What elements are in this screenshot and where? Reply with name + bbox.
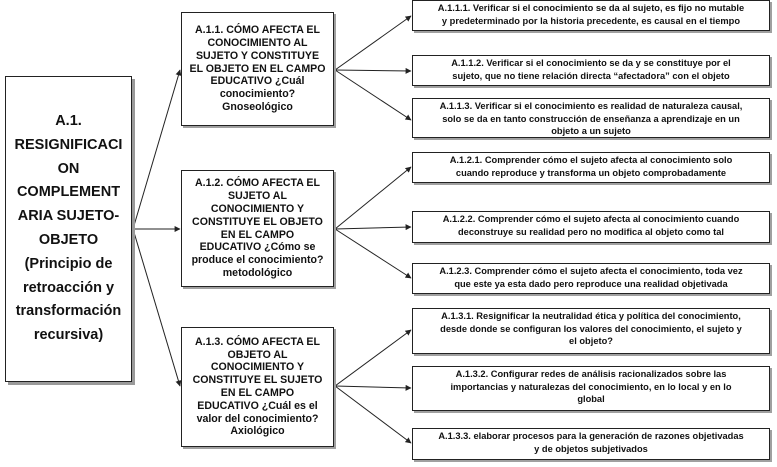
branch-node-a11: A.1.1. CÓMO AFECTA EL CONOCIMIENTO AL SU… (181, 12, 334, 126)
root-node: A.1. RESIGNIFICACI ON COMPLEMENT ARIA SU… (5, 76, 132, 382)
branch-node-text: A.1.3. CÓMO AFECTA EL OBJETO AL CONOCIMI… (192, 335, 323, 438)
leaf-node-text: A.1.1.2. Verificar si el conocimiento se… (451, 58, 731, 81)
branch-node-text: A.1.1. CÓMO AFECTA EL CONOCIMIENTO AL SU… (189, 24, 326, 114)
arrow-root-to-a11 (132, 69, 182, 230)
leaf-node-text: A.1.1.1. Verificar si el conocimiento se… (437, 3, 745, 26)
leaf-node-a133: A.1.3.3. elaborar procesos para la gener… (412, 428, 770, 460)
leaf-node-text: A.1.3.2. Configurar redes de análisis ra… (450, 369, 732, 405)
arrow-a12-to-a122 (334, 224, 412, 231)
arrow-a13-to-a133 (334, 385, 412, 444)
leaf-node-a122: A.1.2.2. Comprender cómo el sujeto afect… (412, 211, 770, 243)
leaf-node-text: A.1.3.1. Resignificar la neutralidad éti… (440, 311, 742, 347)
branch-node-a12: A.1.2. CÓMO AFECTA EL SUJETO AL CONOCIMI… (181, 170, 334, 287)
leaf-node-text: A.1.2.2. Comprender cómo el sujeto afect… (442, 214, 740, 237)
arrow-a11-to-a113 (334, 69, 412, 121)
branch-node-text: A.1.2. CÓMO AFECTA EL SUJETO AL CONOCIMI… (191, 177, 324, 279)
branch-node-a13: A.1.3. CÓMO AFECTA EL OBJETO AL CONOCIMI… (181, 327, 334, 447)
leaf-node-a113: A.1.1.3. Verificar si el conocimiento es… (412, 98, 770, 138)
leaf-node-text: A.1.3.3. elaborar procesos para la gener… (438, 431, 744, 454)
leaf-node-text: A.1.2.3. Comprender cómo el sujeto afect… (439, 266, 743, 289)
leaf-node-text: A.1.2.1. Comprender cómo el sujeto afect… (449, 155, 733, 178)
root-node-text: A.1. RESIGNIFICACI ON COMPLEMENT ARIA SU… (14, 113, 123, 344)
leaf-node-a131: A.1.3.1. Resignificar la neutralidad éti… (412, 308, 770, 354)
arrow-a12-to-a121 (334, 166, 412, 230)
arrow-a13-to-a132 (334, 384, 412, 391)
leaf-node-text: A.1.1.3. Verificar si el conocimiento es… (439, 101, 743, 137)
leaf-node-a132: A.1.3.2. Configurar redes de análisis ra… (412, 366, 770, 411)
arrow-a11-to-a112 (334, 67, 412, 74)
arrow-a11-to-a111 (334, 15, 412, 71)
leaf-node-a111: A.1.1.1. Verificar si el conocimiento se… (412, 0, 770, 31)
arrow-a12-to-a123 (334, 228, 412, 279)
leaf-node-a121: A.1.2.1. Comprender cómo el sujeto afect… (412, 152, 770, 183)
arrow-root-to-a13 (132, 228, 182, 387)
arrow-a13-to-a131 (334, 329, 412, 387)
leaf-node-a112: A.1.1.2. Verificar si el conocimiento se… (412, 55, 770, 86)
leaf-node-a123: A.1.2.3. Comprender cómo el sujeto afect… (412, 263, 770, 294)
